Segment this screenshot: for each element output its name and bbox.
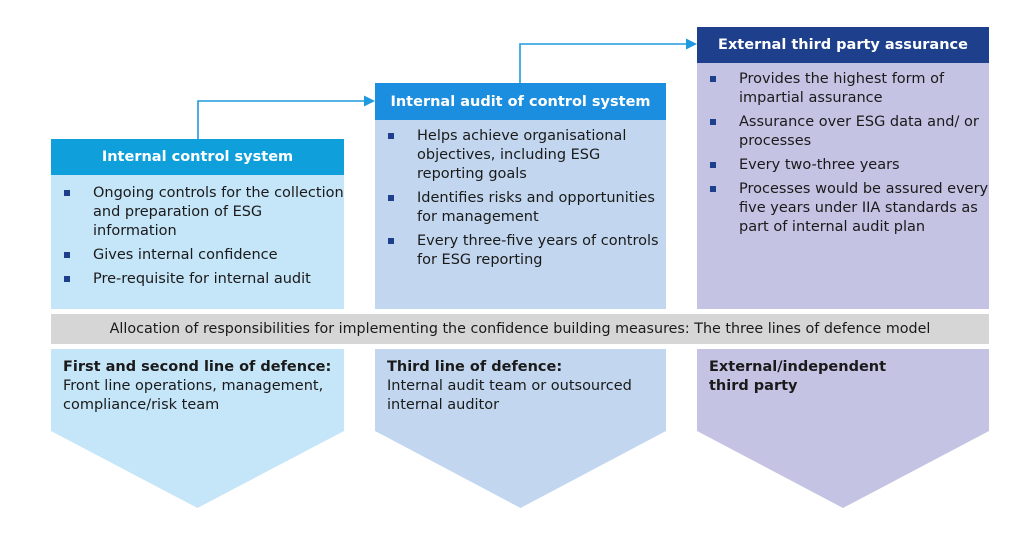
column-2-bullet-list: Helps achieve organisational objectives,… xyxy=(375,127,666,270)
connector-arrow-2 xyxy=(519,43,687,83)
line-of-defence-3-title: External/independent third party xyxy=(709,359,887,394)
column-3-bullet: Provides the highest form of impartial a… xyxy=(697,70,989,108)
line-of-defence-3: External/independent third party xyxy=(697,349,907,396)
column-2-header: Internal audit of control system xyxy=(375,83,666,120)
column-3-bullet: Assurance over ESG data and/ or processe… xyxy=(697,113,989,151)
line-of-defence-1: First and second line of defence: Front … xyxy=(51,349,344,415)
column-2-body: Helps achieve organisational objectives,… xyxy=(375,120,666,309)
line-of-defence-1-title: First and second line of defence: xyxy=(63,359,332,375)
column-1-header-label: Internal control system xyxy=(101,149,294,165)
line-of-defence-2-desc: Internal audit team or outsourced intern… xyxy=(387,378,632,413)
arrowhead-2-icon xyxy=(686,38,697,50)
column-2-bullet: Every three-five years of controls for E… xyxy=(375,232,666,270)
arrowhead-1-icon xyxy=(364,95,375,107)
chevron-1-shape xyxy=(51,349,344,508)
column-1-bullet: Ongoing controls for the collection and … xyxy=(51,184,344,241)
line-of-defence-1-desc: Front line operations, management, compl… xyxy=(63,378,324,413)
column-1-bullet-list: Ongoing controls for the collection and … xyxy=(51,184,344,289)
line-of-defence-2: Third line of defence: Internal audit te… xyxy=(375,349,666,415)
banner-text: Allocation of responsibilities for imple… xyxy=(109,321,931,337)
three-lines-banner: Allocation of responsibilities for imple… xyxy=(51,314,989,344)
column-3-bullet-list: Provides the highest form of impartial a… xyxy=(697,70,989,237)
column-2-bullet: Helps achieve organisational objectives,… xyxy=(375,127,666,184)
column-1-body: Ongoing controls for the collection and … xyxy=(51,175,344,309)
column-2-bullet: Identifies risks and opportunities for m… xyxy=(375,189,666,227)
column-3-bullet: Processes would be assured every five ye… xyxy=(697,180,989,237)
column-1-bullet: Gives internal confidence xyxy=(51,246,344,265)
column-2-header-label: Internal audit of control system xyxy=(390,93,651,110)
line-of-defence-2-title: Third line of defence: xyxy=(387,359,563,375)
chevron-2-shape xyxy=(375,349,666,508)
column-3-header: External third party assurance xyxy=(697,27,989,63)
column-3-body: Provides the highest form of impartial a… xyxy=(697,63,989,309)
column-1-header: Internal control system xyxy=(51,139,344,175)
column-1-bullet: Pre-requisite for internal audit xyxy=(51,270,344,289)
connector-arrow-1 xyxy=(197,100,365,139)
column-3-header-label: External third party assurance xyxy=(718,37,968,53)
column-3-bullet: Every two-three years xyxy=(697,156,989,175)
chevron-3-shape xyxy=(697,349,989,508)
